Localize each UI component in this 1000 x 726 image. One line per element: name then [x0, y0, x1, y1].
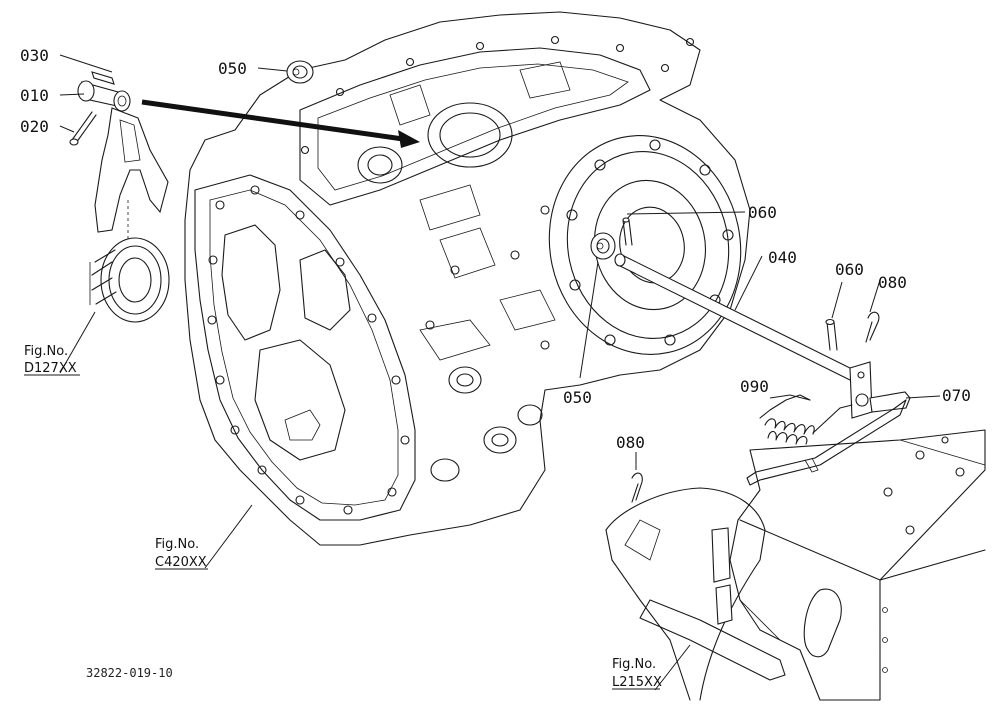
return-spring — [759, 394, 853, 445]
callout-010: 010 — [20, 86, 49, 105]
fig-ref-label-l215: Fig.No. — [612, 657, 656, 672]
callout-020: 020 — [20, 117, 49, 136]
fig-ref-label-c420: Fig.No. — [155, 537, 199, 552]
shift-lever-link — [746, 361, 911, 486]
frame-structure — [605, 429, 986, 701]
oil-seal-right — [590, 232, 616, 260]
assembly-arrow — [141, 99, 420, 148]
callout-050-right: 050 — [563, 388, 592, 407]
callout-070: 070 — [942, 386, 971, 405]
fig-ref-label-d127: Fig.No. — [24, 344, 68, 359]
figure-references: Fig.No. D127XX Fig.No. C420XX Fig.No. L2… — [24, 344, 662, 690]
fig-ref-code-d127: D127XX — [24, 361, 77, 376]
callout-040: 040 — [768, 248, 797, 267]
shift-fork-assembly — [69, 71, 169, 233]
fig-ref-code-l215: L215XX — [612, 675, 662, 690]
callout-050-top: 050 — [218, 59, 247, 78]
oil-seal-top — [286, 60, 314, 84]
callout-060-upper: 060 — [748, 203, 777, 222]
callout-030: 030 — [20, 46, 49, 65]
callout-090: 090 — [740, 377, 769, 396]
snap-pin-upper — [865, 311, 880, 343]
callout-060-right: 060 — [835, 260, 864, 279]
fig-ref-code-c420: C420XX — [155, 555, 207, 570]
part-callouts: 030 010 020 050 050 060 040 060 080 090 … — [20, 46, 971, 452]
callout-080-lower: 080 — [616, 433, 645, 452]
drawing-code: 32822-019-10 — [86, 666, 173, 680]
shift-rod — [614, 217, 859, 383]
transmission-case — [184, 11, 751, 546]
bearing-assembly — [89, 200, 170, 323]
callout-080-upper: 080 — [878, 273, 907, 292]
snap-pin-lower — [631, 472, 643, 503]
leader-lines — [59, 54, 941, 691]
